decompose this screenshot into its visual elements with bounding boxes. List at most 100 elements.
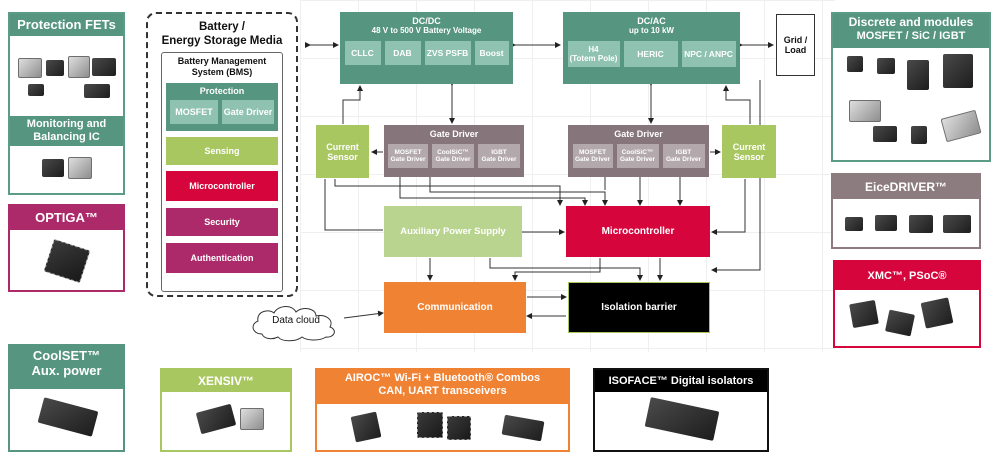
grid-label-line1: Grid / xyxy=(783,35,808,45)
xmc-title: XMC™, PSoC® xyxy=(835,262,979,290)
gd-right-coolsic-line2: Gate Driver xyxy=(619,156,656,163)
discrete-chip-image xyxy=(877,58,895,74)
optiga-panel: OPTIGA™ xyxy=(8,204,125,292)
discrete-title: Discrete and modules MOSFET / SiC / IGBT xyxy=(833,14,989,48)
dcac-h4-line2: (Totem Pole) xyxy=(569,54,618,63)
dcdc-title-line2: 48 V to 500 V Battery Voltage xyxy=(371,26,482,35)
eicedriver-panel: EiceDRIVER™ xyxy=(831,173,981,249)
airoc-chip-image xyxy=(350,411,382,443)
fet-chip-image xyxy=(46,60,64,76)
bms-title-line1: Battery Management xyxy=(177,56,267,66)
discrete-chip-image xyxy=(847,56,863,72)
battery-title-line1: Battery / xyxy=(198,21,246,33)
dcac-h4-line1: H4 xyxy=(588,45,599,54)
current-sensor-right-line1: Current xyxy=(732,141,766,152)
communication-block: Communication xyxy=(384,282,526,333)
eicedriver-chip-image xyxy=(943,215,971,233)
monitoring-ic-chip-image xyxy=(68,157,92,179)
xensiv-title: XENSIV™ xyxy=(162,370,290,392)
gd-left-igbt-line1: IGBT xyxy=(491,149,507,156)
gd-left-mosfet-line2: Gate Driver xyxy=(390,156,426,163)
airoc-title-line1: AIROC™ Wi-Fi + Bluetooth® Combos xyxy=(344,372,541,384)
airoc-chip-image xyxy=(501,414,545,442)
discrete-chip-image xyxy=(940,109,982,143)
airoc-chip-image xyxy=(417,412,443,438)
bms-sensing-block: Sensing xyxy=(166,137,278,165)
discrete-modules-panel: Discrete and modules MOSFET / SiC / IGBT xyxy=(831,12,991,162)
microcontroller-block: Microcontroller xyxy=(566,206,710,257)
gd-left-coolsic-line2: Gate Driver xyxy=(435,156,471,163)
bms-microcontroller-block: Microcontroller xyxy=(166,171,278,201)
dcdc-boost: Boost xyxy=(474,41,509,65)
fet-chip-image xyxy=(84,84,110,98)
fet-chip-image xyxy=(68,56,90,78)
bms-protection-label: Protection xyxy=(199,86,245,96)
dcac-heric: HERIC xyxy=(623,41,678,67)
discrete-chip-image xyxy=(873,126,897,142)
gate-driver-right-coolsic: CoolSiC™ Gate Driver xyxy=(616,144,659,168)
xensiv-chip-image xyxy=(240,408,264,430)
bms-container: Battery Management System (BMS) Protecti… xyxy=(161,52,283,292)
bms-mosfet-box: MOSFET xyxy=(170,100,218,124)
gate-driver-left-igbt: IGBT Gate Driver xyxy=(478,144,520,168)
gd-right-igbt-line1: IGBT xyxy=(675,149,692,156)
gate-driver-right-igbt: IGBT Gate Driver xyxy=(662,144,705,168)
xmc-chip-image xyxy=(884,309,916,337)
airoc-title: AIROC™ Wi-Fi + Bluetooth® Combos CAN, UA… xyxy=(317,370,568,404)
coolset-chip-image xyxy=(37,397,99,437)
gd-right-igbt-line2: Gate Driver xyxy=(665,156,702,163)
data-cloud-icon xyxy=(252,306,335,342)
discrete-chip-image xyxy=(943,54,973,88)
eicedriver-chip-image xyxy=(845,217,863,231)
gate-driver-left-coolsic: CoolSiC™ Gate Driver xyxy=(432,144,474,168)
bms-security-block: Security xyxy=(166,208,278,236)
xmc-psoc-panel: XMC™, PSoC® xyxy=(833,260,981,348)
bms-protection-block: Protection MOSFET Gate Driver xyxy=(166,83,278,131)
xmc-chip-image xyxy=(920,297,954,329)
monitoring-ic-title: Monitoring and Balancing IC xyxy=(10,116,123,146)
dcdc-block: DC/DC 48 V to 500 V Battery Voltage CLLC… xyxy=(340,12,513,84)
gd-right-mosfet-line2: Gate Driver xyxy=(574,156,611,163)
isolation-barrier-block: Isolation barrier xyxy=(568,282,710,333)
isoface-panel: ISOFACE™ Digital isolators xyxy=(593,368,769,452)
bms-gate-driver-box: Gate Driver xyxy=(222,100,274,124)
eicedriver-title: EiceDRIVER™ xyxy=(833,175,979,199)
discrete-chip-image xyxy=(911,126,927,144)
gate-driver-right-title: Gate Driver xyxy=(614,129,663,139)
xensiv-chip-image xyxy=(195,403,237,435)
eicedriver-chip-image xyxy=(875,215,897,231)
fet-chip-image xyxy=(28,84,44,96)
dcdc-title-line1: DC/DC xyxy=(412,16,441,26)
dcac-h4: H4 (Totem Pole) xyxy=(567,41,620,67)
gate-driver-left-title: Gate Driver xyxy=(429,129,479,139)
airoc-chip-image xyxy=(447,416,471,440)
gd-right-mosfet-line1: MOSFET xyxy=(578,149,607,156)
fet-chip-image xyxy=(18,58,42,78)
discrete-chip-image xyxy=(849,100,881,122)
gd-right-coolsic-line1: CoolSiC™ xyxy=(621,149,654,156)
gate-driver-left-block: Gate Driver MOSFET Gate Driver CoolSiC™ … xyxy=(384,125,524,177)
eicedriver-chip-image xyxy=(909,215,933,233)
dcdc-dab: DAB xyxy=(384,41,421,65)
discrete-chip-image xyxy=(907,60,929,90)
protection-fets-title: Protection FETs xyxy=(10,14,123,36)
data-cloud-label: Data cloud xyxy=(272,315,320,326)
optiga-chip-image xyxy=(43,238,91,284)
isoface-chip-image xyxy=(644,397,720,441)
coolset-panel: CoolSET™ Aux. power xyxy=(8,344,125,452)
bms-title-line2: System (BMS) xyxy=(191,66,253,77)
dcac-npc-anpc: NPC / ANPC xyxy=(681,41,736,67)
dcac-title-line2: up to 10 kW xyxy=(629,26,674,35)
current-sensor-right-line2: Sensor xyxy=(733,151,765,162)
gd-left-mosfet-line1: MOSFET xyxy=(394,149,422,156)
optiga-title: OPTIGA™ xyxy=(10,206,123,230)
battery-title-line2: Energy Storage Media xyxy=(161,35,283,48)
grid-label-line2: Load xyxy=(784,45,807,55)
gate-driver-right-mosfet: MOSFET Gate Driver xyxy=(572,144,613,168)
dcac-block: DC/AC up to 10 kW H4 (Totem Pole) HERIC … xyxy=(563,12,740,84)
discrete-title-line2: MOSFET / SiC / IGBT xyxy=(856,29,966,42)
coolset-title: CoolSET™ Aux. power xyxy=(10,346,123,389)
bms-authentication-block: Authentication xyxy=(166,243,278,273)
xensiv-panel: XENSIV™ xyxy=(160,368,292,452)
